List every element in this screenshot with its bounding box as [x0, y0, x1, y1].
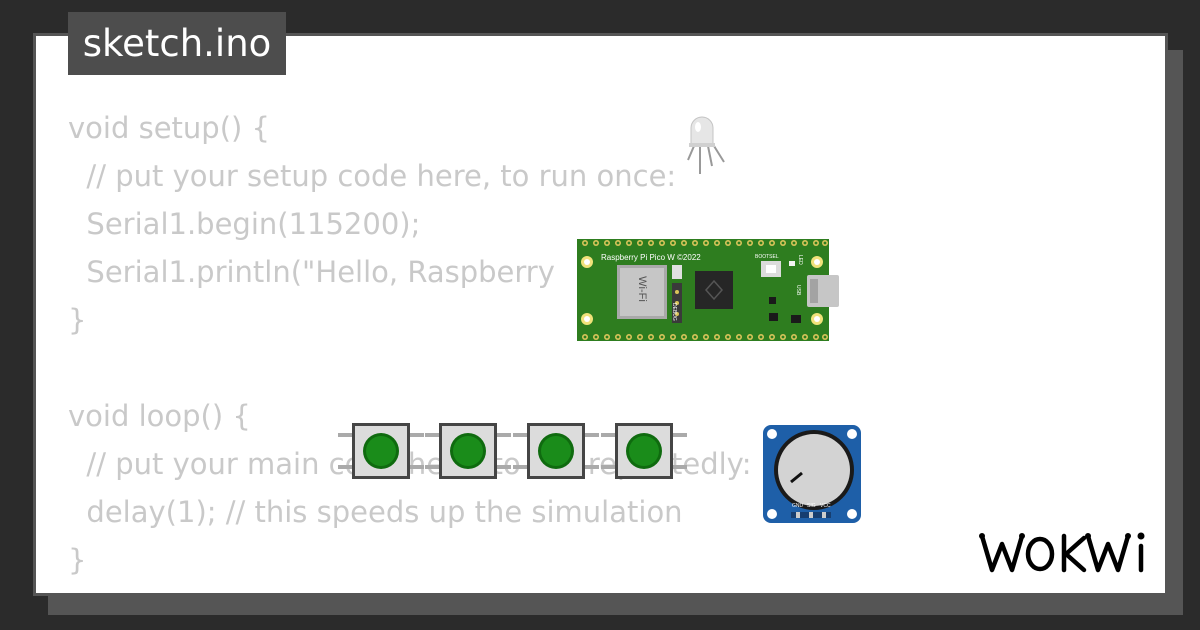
- pushbutton-icon[interactable]: [425, 419, 511, 483]
- led-label: LED: [797, 255, 803, 265]
- bootsel-label: BOOTSEL: [755, 254, 779, 260]
- pushbutton-icon[interactable]: [513, 419, 599, 483]
- wokwi-logo: [979, 532, 1145, 573]
- raspberry-pi-pico-w-icon[interactable]: Raspberry Pi Pico W ©2022 Wi-Fi BOOTSEL …: [577, 237, 842, 343]
- pot-pin-label: GND: [792, 503, 804, 509]
- debug-label: DEBUG: [671, 303, 677, 321]
- code-line: }: [68, 303, 87, 337]
- pushbutton-icon[interactable]: [338, 419, 424, 483]
- code-line: void setup() {: [68, 111, 270, 145]
- pushbutton-icon[interactable]: [601, 419, 687, 483]
- code-line: // put your setup code here, to run once…: [68, 159, 677, 193]
- pot-pin-label: SIG: [807, 503, 816, 509]
- code-line: delay(1); // this speeds up the simulati…: [68, 495, 683, 529]
- board-title: Raspberry Pi Pico W ©2022: [601, 253, 701, 262]
- code-line: }: [68, 543, 87, 577]
- rgb-led-icon[interactable]: [682, 110, 730, 180]
- code-line: Serial1.println("Hello, Raspberry: [68, 255, 555, 289]
- wifi-label: Wi-Fi: [636, 276, 648, 302]
- potentiometer-icon[interactable]: GND SIG VCC: [762, 424, 862, 524]
- usb-label: USB: [795, 285, 801, 296]
- pot-pin-label: VCC: [820, 503, 831, 509]
- code-line: [68, 344, 752, 392]
- code-line: void loop() {: [68, 399, 251, 433]
- code-editor: void setup() { // put your setup code he…: [68, 104, 752, 584]
- code-line: Serial1.begin(115200);: [68, 207, 421, 241]
- file-tab[interactable]: sketch.ino: [68, 12, 286, 75]
